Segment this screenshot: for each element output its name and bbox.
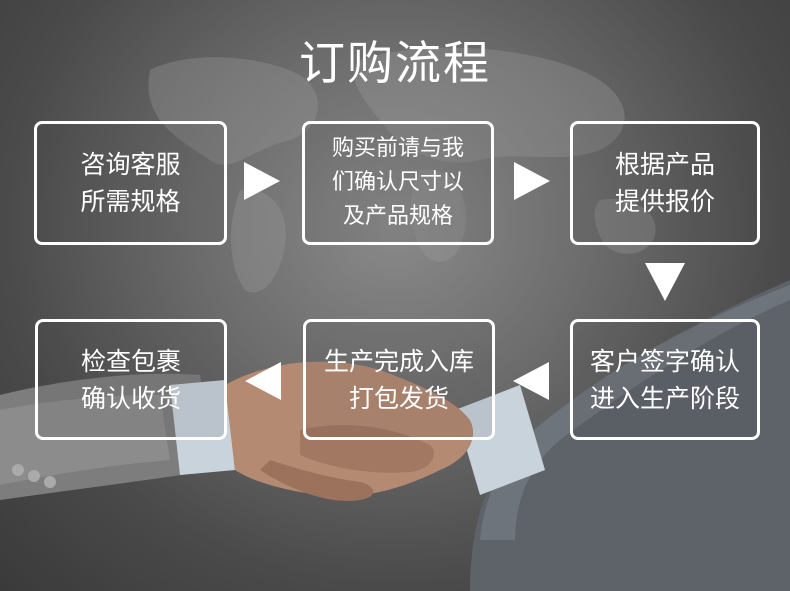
triangle-left-icon (245, 362, 281, 400)
triangle-down-icon (645, 263, 685, 301)
step-sign-box: 客户签字确认 进入生产阶段 (570, 319, 760, 440)
step-warehouse-text: 生产完成入库 打包发货 (323, 346, 474, 413)
triangle-right-icon (244, 162, 280, 200)
step-quote-box: 根据产品 提供报价 (570, 121, 760, 245)
step-inspect-box: 检查包裹 确认收货 (35, 319, 227, 440)
page-title: 订购流程 (299, 36, 491, 90)
step-warehouse-box: 生产完成入库 打包发货 (303, 319, 495, 440)
step-consult-box: 咨询客服 所需规格 (34, 121, 227, 245)
step-confirm-size-box: 购买前请与我 们确认尺寸以 及产品规格 (302, 121, 494, 245)
step-consult-text: 咨询客服 所需规格 (80, 150, 181, 216)
step-sign-text: 客户签字确认 进入生产阶段 (589, 346, 740, 413)
step-confirm-size-text: 购买前请与我 们确认尺寸以 及产品规格 (331, 136, 464, 229)
triangle-left-icon (513, 362, 549, 400)
step-quote-text: 根据产品 提供报价 (614, 150, 715, 216)
triangle-right-icon (514, 162, 550, 200)
step-inspect-text: 检查包裹 确认收货 (80, 346, 181, 413)
